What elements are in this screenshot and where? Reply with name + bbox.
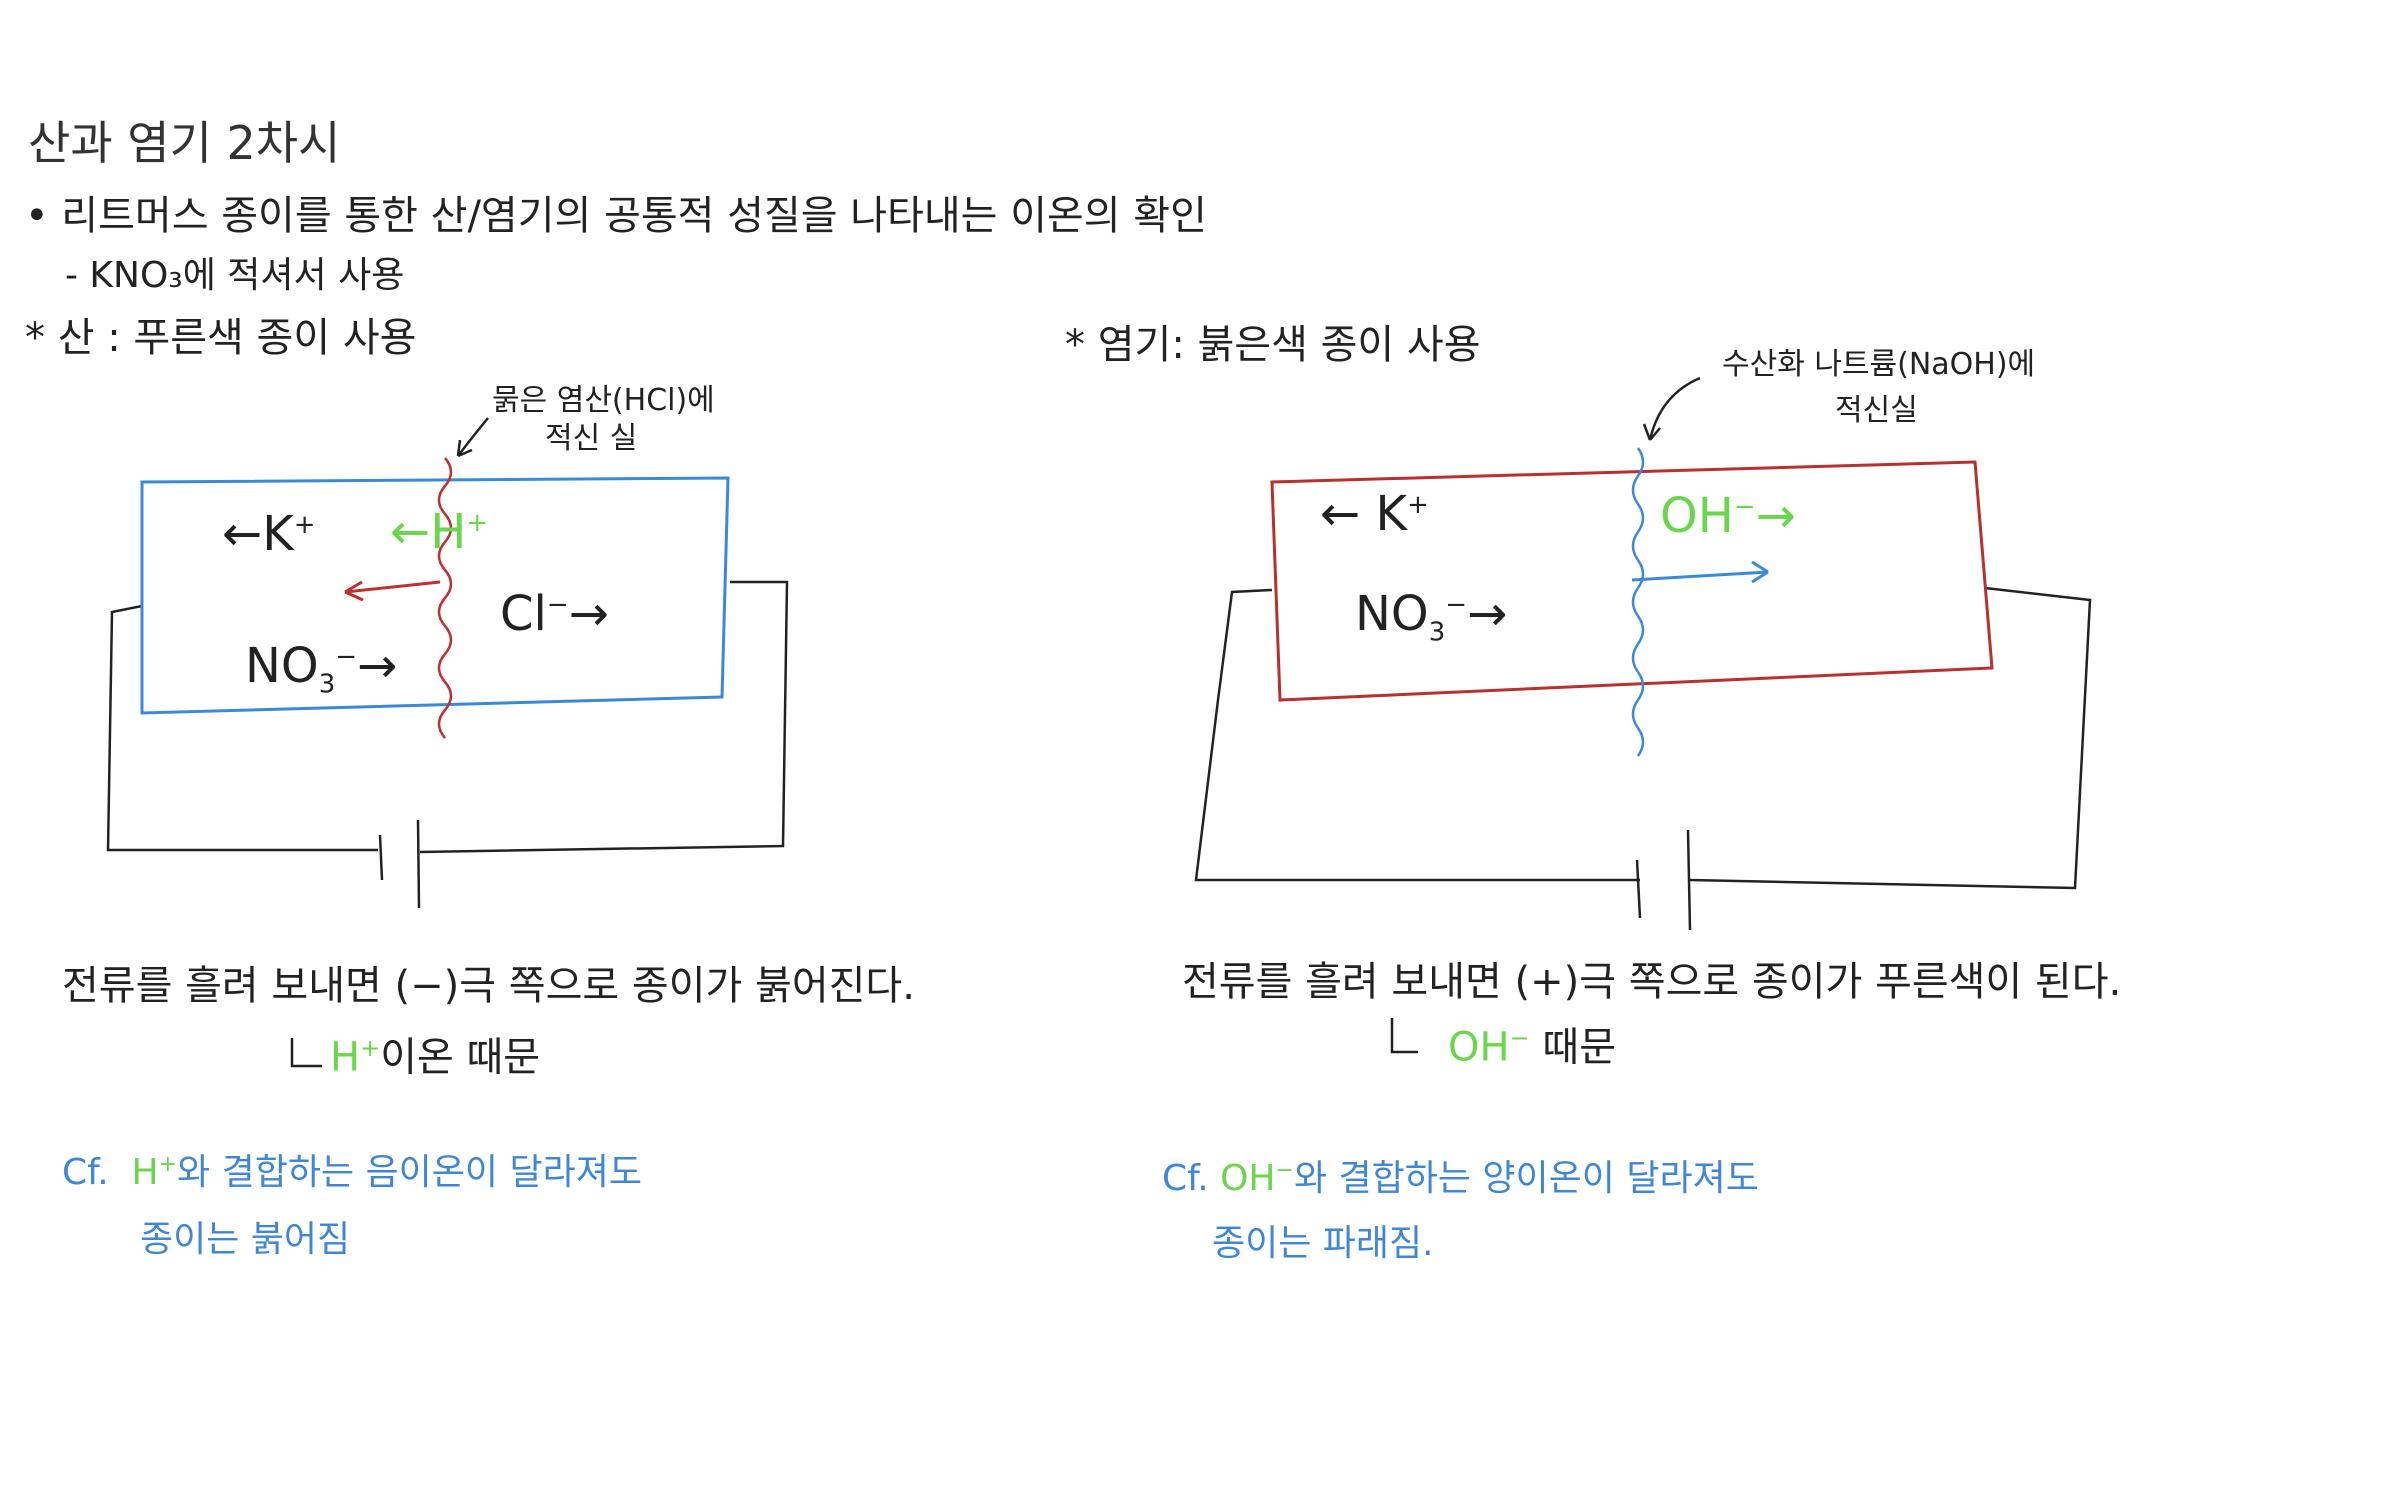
base-ion-no3-symbol: NO bbox=[1355, 586, 1429, 642]
acid-ion-no3-charge: − bbox=[335, 642, 358, 672]
base-cf-text: 와 결합하는 양이온이 달라져도 bbox=[1293, 1158, 1759, 1199]
base-ion-k-symbol: K bbox=[1375, 486, 1407, 542]
base-circuit-wire bbox=[1194, 586, 2092, 890]
base-ion-no3-arrow: → bbox=[1467, 586, 1508, 642]
acid-cf-text: 와 결합하는 음이온이 달라져도 bbox=[177, 1152, 642, 1193]
base-cf-ion-charge: − bbox=[1275, 1158, 1294, 1183]
base-annotation-arrow bbox=[1642, 376, 1701, 441]
acid-reason-ion: H bbox=[330, 1034, 361, 1081]
base-thread bbox=[1631, 447, 1645, 757]
base-ion-no3-charge: − bbox=[1445, 590, 1468, 620]
base-reason-ion: OH bbox=[1448, 1024, 1510, 1071]
acid-annotation-line1: 묽은 염산(HCl)에 bbox=[492, 383, 715, 418]
acid-red-arrow bbox=[344, 580, 441, 602]
acid-reason-suffix: 이온 때문 bbox=[380, 1034, 541, 1081]
base-ion-k-arrow: ← bbox=[1320, 486, 1361, 542]
acid-cf-line1: Cf. H+와 결합하는 음이온이 달라져도 bbox=[62, 1154, 642, 1191]
base-reason: OH− 때문 bbox=[1448, 1026, 1616, 1067]
base-ion-oh: OH−→ bbox=[1660, 492, 1796, 540]
acid-ion-h-arrow: ← bbox=[390, 504, 431, 560]
acid-ion-h-symbol: H bbox=[430, 504, 467, 560]
base-ion-no3-sub: 3 bbox=[1428, 617, 1446, 648]
acid-ion-cl-arrow: → bbox=[568, 586, 609, 642]
base-ion-oh-symbol: OH bbox=[1660, 488, 1734, 544]
base-reason-hook bbox=[1390, 1018, 1418, 1054]
acid-ion-k-arrow: ← bbox=[222, 506, 263, 562]
base-cf-line1: Cf. OH−와 결합하는 양이온이 달라져도 bbox=[1162, 1160, 1759, 1197]
acid-thread bbox=[437, 457, 453, 739]
base-cf-prefix: Cf. bbox=[1162, 1158, 1209, 1199]
sub-line: - KNO₃에 적셔서 사용 bbox=[65, 255, 405, 296]
acid-ion-h: ←H+ bbox=[390, 508, 488, 556]
acid-heading: * 산 : 푸른색 종이 사용 bbox=[25, 315, 417, 361]
base-ion-k: ← K+ bbox=[1320, 490, 1429, 538]
acid-cf-line2: 종이는 붉어짐 bbox=[140, 1219, 351, 1260]
acid-circuit-wire bbox=[106, 580, 789, 854]
acid-cf-ion: H bbox=[131, 1152, 159, 1193]
base-cf-line2: 종이는 파래짐. bbox=[1212, 1223, 1434, 1264]
base-annotation-line2: 적신실 bbox=[1835, 393, 1918, 428]
acid-cf-ion-charge: + bbox=[158, 1152, 178, 1177]
acid-ion-no3: NO3−→ bbox=[245, 642, 397, 698]
base-heading: * 염기: 붉은색 종이 사용 bbox=[1065, 322, 1481, 368]
acid-litmus-paper bbox=[140, 476, 730, 715]
base-cf-ion: OH bbox=[1220, 1158, 1276, 1199]
base-ion-oh-arrow: → bbox=[1755, 488, 1796, 544]
acid-ion-cl-symbol: Cl bbox=[500, 586, 547, 642]
base-annotation-line1: 수산화 나트륨(NaOH)에 bbox=[1722, 347, 2036, 382]
acid-result: 전류를 흘려 보내면 (−)극 쪽으로 종이가 붉어진다. bbox=[62, 963, 915, 1009]
acid-annotation-line2: 적신 실 bbox=[545, 421, 638, 456]
acid-ion-no3-symbol: NO bbox=[245, 638, 319, 694]
acid-ion-cl-charge: − bbox=[546, 590, 569, 620]
acid-cf-prefix: Cf. bbox=[62, 1152, 109, 1193]
page-title: 산과 염기 2차시 bbox=[28, 116, 341, 170]
acid-ion-h-charge: + bbox=[466, 508, 489, 538]
bullet-line: • 리트머스 종이를 통한 산/염기의 공통적 성질을 나타내는 이온의 확인 bbox=[25, 193, 1207, 239]
base-battery-short bbox=[1635, 859, 1642, 919]
acid-ion-k: ←K+ bbox=[222, 510, 316, 558]
acid-ion-k-symbol: K bbox=[262, 506, 294, 562]
acid-reason-hook bbox=[290, 1038, 322, 1068]
acid-ion-no3-sub: 3 bbox=[318, 669, 336, 700]
base-reason-suffix: 때문 bbox=[1542, 1024, 1616, 1071]
acid-ion-cl: Cl−→ bbox=[500, 590, 609, 638]
acid-reason: H+이온 때문 bbox=[330, 1036, 540, 1077]
base-battery-long bbox=[1686, 829, 1692, 931]
base-ion-no3: NO3−→ bbox=[1355, 590, 1507, 646]
base-ion-oh-charge: − bbox=[1733, 492, 1756, 522]
base-blue-arrow bbox=[1631, 560, 1769, 584]
base-result: 전류를 흘려 보내면 (+)극 쪽으로 종이가 푸른색이 된다. bbox=[1182, 959, 2122, 1005]
base-reason-ion-charge: − bbox=[1509, 1024, 1530, 1052]
base-ion-k-charge: + bbox=[1406, 490, 1429, 520]
acid-battery-long bbox=[416, 819, 421, 909]
acid-reason-ion-charge: + bbox=[360, 1034, 381, 1062]
acid-battery-short bbox=[378, 834, 384, 881]
base-litmus-paper bbox=[1270, 460, 1994, 702]
acid-annotation-arrow bbox=[456, 417, 489, 458]
acid-ion-no3-arrow: → bbox=[357, 638, 398, 694]
acid-ion-k-charge: + bbox=[293, 510, 316, 540]
